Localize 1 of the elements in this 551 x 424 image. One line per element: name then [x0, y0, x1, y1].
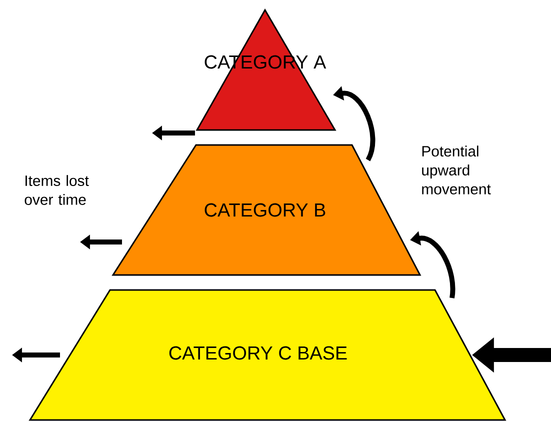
note-text: Items lost over time [24, 175, 89, 205]
